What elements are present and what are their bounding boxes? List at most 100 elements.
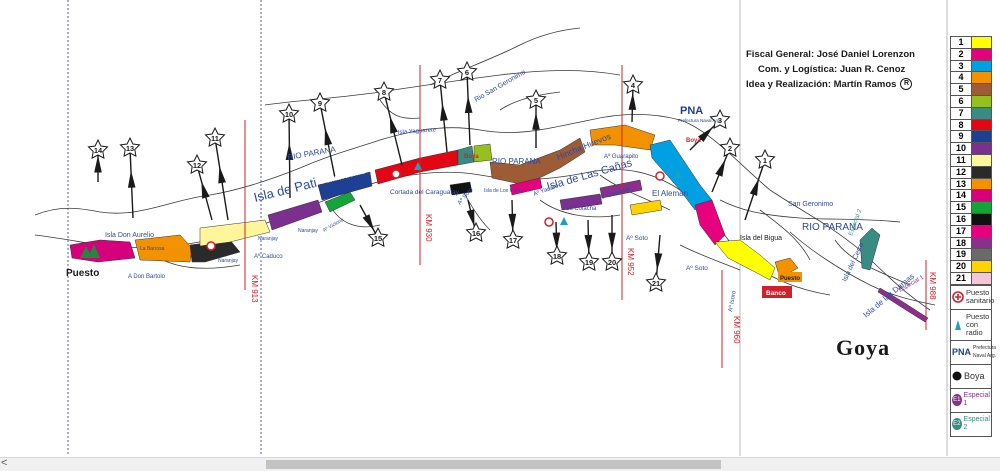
legend-row: 21 bbox=[951, 272, 991, 285]
stage-number: 9 bbox=[318, 99, 322, 108]
label-a-isoro: Aº Isoro bbox=[727, 290, 738, 313]
label-boya: Boya bbox=[464, 154, 479, 160]
legend-sanitary: Puesto sanitario bbox=[951, 284, 995, 309]
label-cortada: Cortada del Caraguatay bbox=[390, 189, 460, 196]
segment-19 bbox=[599, 179, 643, 199]
legend-sanitary-label: Puesto sanitario bbox=[966, 288, 995, 306]
segment-10 bbox=[267, 199, 323, 231]
stage-arrowhead-icon bbox=[440, 103, 448, 121]
horizontal-scrollbar[interactable]: < bbox=[0, 457, 1000, 471]
segment-1 bbox=[714, 239, 776, 281]
legend-especial-1-badge: E1 bbox=[952, 394, 962, 407]
label-naranjay: Naranjay bbox=[218, 258, 239, 264]
stage-arrowhead-icon bbox=[508, 213, 517, 231]
star-badge-icon bbox=[465, 221, 487, 243]
stage-number: 13 bbox=[126, 144, 134, 153]
star-badge-icon bbox=[622, 73, 644, 95]
scroll-left-arrow[interactable]: < bbox=[1, 457, 8, 469]
legend-radio-label: Puesto con radio bbox=[966, 311, 990, 337]
legend-row-number: 21 bbox=[951, 272, 972, 284]
sanitary-post-icon-3 bbox=[544, 217, 554, 227]
legend-row: 6 bbox=[951, 95, 991, 108]
stage-number: 15 bbox=[374, 234, 382, 243]
legend-row: 14 bbox=[951, 190, 991, 203]
legend-row: 10 bbox=[951, 143, 991, 155]
stage-marker: 5 bbox=[525, 88, 547, 148]
label-naranjay-3: Naranjay bbox=[298, 228, 319, 234]
label-la-barrosa: La Barrosa bbox=[140, 246, 165, 252]
legend-row: 12 bbox=[951, 166, 991, 179]
legend-row-number: 18 bbox=[951, 237, 972, 249]
stage-marker: 12 bbox=[186, 153, 213, 221]
segment-21 bbox=[629, 199, 663, 216]
legend-row-number: 4 bbox=[951, 72, 972, 84]
label-puesto-2: Puesto bbox=[780, 276, 800, 282]
star-badge-icon bbox=[309, 91, 331, 113]
stage-number: 21 bbox=[652, 279, 660, 288]
stage-marker: 19 bbox=[578, 219, 600, 272]
label-boya-2: Boya bbox=[686, 138, 701, 144]
stage-number: 2 bbox=[728, 144, 732, 153]
stage-number: 5 bbox=[534, 96, 538, 105]
legend-row-swatch bbox=[972, 225, 991, 237]
legend-row-number: 10 bbox=[951, 143, 972, 154]
segment-9 bbox=[317, 171, 373, 201]
legend-row-number: 17 bbox=[951, 225, 972, 237]
stage-arrowhead-icon bbox=[466, 209, 475, 227]
sanitary-post-icon-2 bbox=[391, 169, 401, 179]
segment-15 bbox=[324, 191, 356, 213]
star-badge-icon bbox=[645, 271, 667, 293]
km-label-988: KM 988 bbox=[928, 272, 937, 300]
stage-number: 10 bbox=[285, 110, 293, 119]
label-a-soto-2: Aº Soto bbox=[626, 235, 648, 242]
legend-row-swatch bbox=[972, 143, 991, 154]
stage-number: 19 bbox=[585, 258, 593, 267]
legend-row: 15 bbox=[951, 202, 991, 214]
legend-boya-label: Boya bbox=[964, 371, 985, 382]
stage-marker: 9 bbox=[309, 91, 336, 179]
stage-arrowhead-icon bbox=[654, 253, 663, 271]
banco-box bbox=[762, 286, 792, 298]
legend-pna: PNA Prefectura Naval Arg. bbox=[951, 339, 996, 364]
sanitary-post-icon bbox=[952, 291, 964, 304]
legend-row: 20 bbox=[951, 261, 991, 273]
km-label-913: KM 913 bbox=[250, 275, 259, 303]
legend-row-swatch bbox=[972, 166, 991, 178]
legend-row: 5 bbox=[951, 84, 991, 96]
legend-radio: Puesto con radio bbox=[951, 308, 991, 340]
legend-row-swatch bbox=[972, 95, 991, 107]
legend-pna-label: Prefectura Naval Arg. bbox=[973, 345, 997, 360]
legend-row-swatch bbox=[972, 272, 991, 284]
star-badge-icon bbox=[525, 88, 547, 110]
stage-arrowhead-icon bbox=[532, 112, 540, 130]
label-isla-canas-small: Isla de Los Cañas bbox=[484, 188, 525, 194]
label-rio-parana-3: RIO PARANA bbox=[802, 222, 863, 233]
credit-logistica: Com. y Logística: Juan R. Cenoz bbox=[746, 62, 946, 77]
map-symbols bbox=[80, 162, 802, 298]
segment-18 bbox=[559, 193, 603, 211]
legend-row-swatch bbox=[972, 48, 991, 60]
legend-row-swatch bbox=[972, 60, 991, 72]
stage-arrowhead-icon bbox=[362, 214, 375, 232]
legend-row-swatch bbox=[972, 190, 991, 202]
sanitary-post-icon-4 bbox=[655, 171, 665, 181]
scrollbar-thumb[interactable] bbox=[266, 460, 721, 469]
star-badge-icon bbox=[754, 148, 776, 170]
stage-marker: 4 bbox=[622, 73, 644, 123]
legend-row-number: 1 bbox=[951, 37, 972, 48]
legend-row-number: 20 bbox=[951, 261, 972, 272]
legend-row: 8 bbox=[951, 119, 991, 132]
star-badge-icon bbox=[119, 136, 141, 158]
legend-row: 9 bbox=[951, 131, 991, 144]
credits-block: Fiscal General: José Daniel Lorenzon Com… bbox=[746, 47, 946, 92]
legend-row-swatch bbox=[972, 261, 991, 272]
segment-14 bbox=[69, 239, 136, 263]
stage-arrowhead-icon bbox=[584, 234, 593, 253]
star-badge-icon bbox=[578, 250, 600, 272]
segment-2 bbox=[694, 199, 726, 246]
